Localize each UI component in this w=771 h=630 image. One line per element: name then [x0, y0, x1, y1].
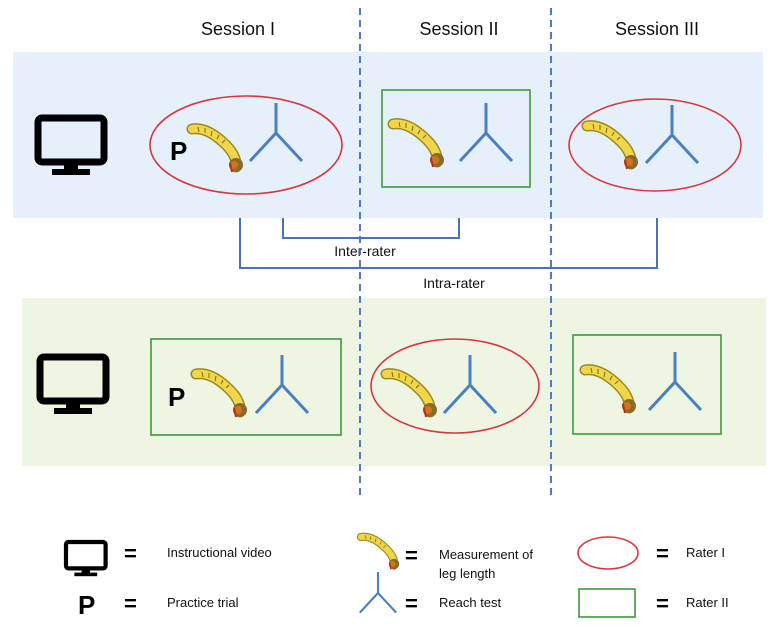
rater-2-box-session-2-row-1 — [381, 89, 531, 188]
rater-2-box-session-1 — [150, 338, 342, 436]
legend-equals: = — [656, 541, 669, 566]
legend-measurement-label-line-1: Measurement of — [439, 547, 533, 562]
intra-rater-label: Intra-rater — [423, 275, 485, 291]
legend-equals: = — [656, 591, 669, 616]
inter-rater-bracket — [282, 218, 460, 239]
rater-2-band — [22, 298, 766, 466]
practice-trial-marker-row-2: P — [168, 382, 185, 412]
legend-reach-test-label: Reach test — [439, 595, 502, 610]
tape-measure-icon-legend — [361, 536, 399, 570]
legend: = Instructional video P = Practice trial… — [66, 536, 729, 620]
session-2-header: Session II — [419, 19, 498, 39]
legend-equals: = — [124, 541, 137, 566]
legend-equals: = — [405, 591, 418, 616]
rater-1-ellipse-session-2-row-2 — [370, 338, 540, 434]
rater-2-legend-box — [578, 588, 636, 618]
legend-measurement-label-line-2: leg length — [439, 566, 495, 581]
legend-rater-1-label: Rater I — [686, 545, 725, 560]
legend-equals: = — [124, 591, 137, 616]
practice-trial-marker-row-1: P — [170, 136, 187, 166]
legend-equals: = — [405, 543, 418, 568]
inter-rater-label: Inter-rater — [334, 243, 396, 259]
rater-1-ellipse-session-3 — [568, 98, 742, 192]
practice-trial-legend-marker: P — [78, 590, 95, 620]
legend-rater-2-label: Rater II — [686, 595, 729, 610]
rater-1-ellipse-session-1 — [149, 95, 343, 195]
legend-practice-trial-label: Practice trial — [167, 595, 239, 610]
session-3-header: Session III — [615, 19, 699, 39]
monitor-icon-legend — [66, 542, 106, 576]
rater-1-band — [13, 52, 763, 218]
reach-test-icon-legend — [358, 570, 398, 614]
rater-2-box-session-3 — [572, 334, 722, 435]
session-1-header: Session I — [201, 19, 275, 39]
legend-instructional-video-label: Instructional video — [167, 545, 272, 560]
intra-rater-bracket — [239, 218, 658, 269]
rater-1-legend-ellipse — [577, 536, 639, 570]
